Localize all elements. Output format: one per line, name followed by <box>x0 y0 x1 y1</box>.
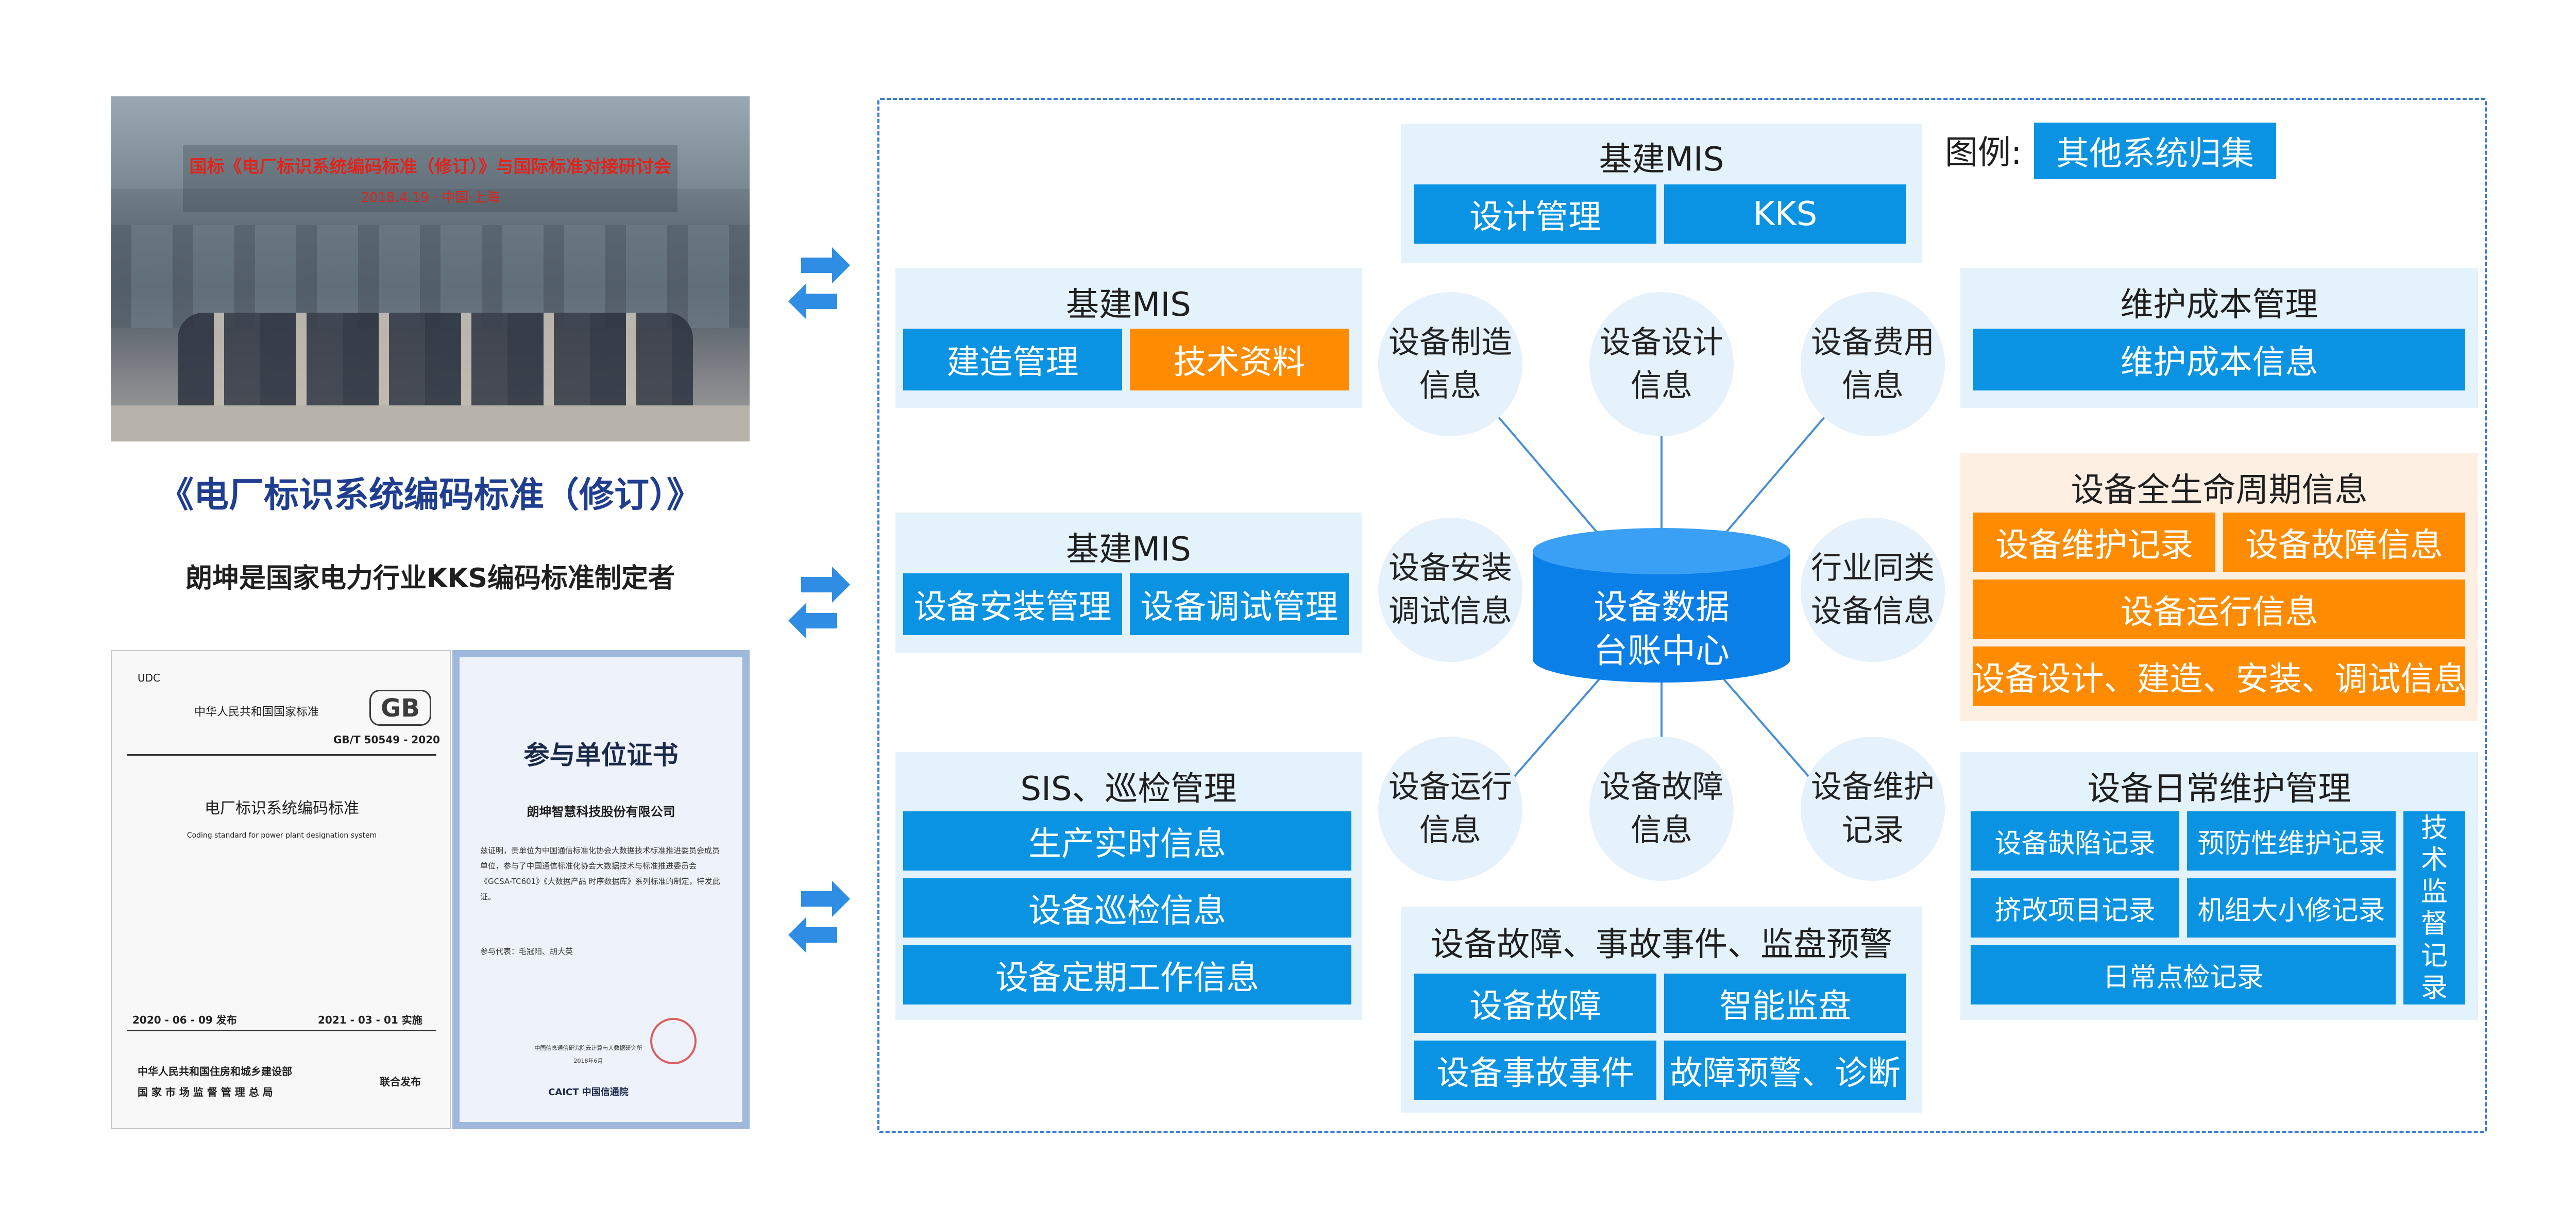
circle-install-commission-info: 设备安装调试信息 <box>1378 518 1522 662</box>
commissioning-management-box: 设备调试管理 <box>1130 573 1349 635</box>
circle-operation-info: 设备运行信息 <box>1378 737 1522 881</box>
inspection-info-box: 设备巡检信息 <box>903 878 1351 938</box>
fault-warning-diagnosis-box: 故障预警、诊断 <box>1664 1041 1906 1100</box>
seminar-photo: 国标《电厂标识系统编码标准（修订）》与国际标准对接研讨会 2018.4.19 ·… <box>111 96 750 441</box>
legend-item: 其他系统归集 <box>2034 123 2276 179</box>
maintenance-cost-info-box: 维护成本信息 <box>1973 329 2465 390</box>
panel-lifecycle-info: 设备全生命周期信息 设备维护记录 设备故障信息 设备运行信息 设备设计、建造、安… <box>1960 453 2478 721</box>
technical-data-box: 技术资料 <box>1130 329 1349 390</box>
equipment-fault-box: 设备故障 <box>1414 974 1656 1033</box>
legend-label: 图例: <box>1945 134 2022 172</box>
standard-title: 《电厂标识系统编码标准（修订）》 <box>158 475 702 516</box>
panel-construction-mis-left-mid: 基建MIS 设备安装管理 设备调试管理 <box>895 513 1362 653</box>
panel-fault-warning: 设备故障、事故事件、监盘预警 设备故障 智能监盘 设备事故事件 故障预警、诊断 <box>1401 907 1922 1113</box>
database-icon <box>1533 528 1790 683</box>
retrofit-project-box: 挤改项目记录 <box>1971 878 2179 938</box>
maintenance-record-box: 设备维护记录 <box>1973 513 2215 572</box>
preventive-maintenance-box: 预防性维护记录 <box>2187 811 2396 871</box>
panel-maintenance-cost: 维护成本管理 维护成本信息 <box>1960 268 2478 408</box>
participation-certificate: 参与单位证书 朗坤智慧科技股份有限公司 兹证明，贵单位为中国通信标准化协会大数据… <box>452 650 750 1129</box>
daily-inspection-box: 日常点检记录 <box>1971 945 2396 1004</box>
circle-maintenance-record: 设备维护记录 <box>1801 737 1945 881</box>
defect-record-box: 设备缺陷记录 <box>1971 811 2179 871</box>
operation-info-box: 设备运行信息 <box>1973 580 2465 639</box>
panel-construction-mis-top: 基建MIS 设计管理 KKS <box>1401 124 1922 263</box>
realtime-info-box: 生产实时信息 <box>903 811 1351 871</box>
seminar-banner: 国标《电厂标识系统编码标准（修订）》与国际标准对接研讨会 2018.4.19 ·… <box>183 145 677 212</box>
gb-logo-icon: GB <box>369 690 431 726</box>
exchange-arrows-icon <box>786 242 853 325</box>
design-management-box: 设计管理 <box>1414 184 1656 244</box>
architecture-frame <box>877 98 2487 1133</box>
fault-info-box: 设备故障信息 <box>2223 513 2465 572</box>
accident-event-box: 设备事故事件 <box>1414 1041 1656 1100</box>
panel-sis-inspection: SIS、巡检管理 生产实时信息 设备巡检信息 设备定期工作信息 <box>895 752 1362 1020</box>
exchange-arrows-icon <box>786 561 853 644</box>
panel-title: 基建MIS <box>1599 141 1724 179</box>
gb-standard-document: UDC 中华人民共和国国家标准 GB GB/T 50549 - 2020 电厂标… <box>111 650 451 1129</box>
exchange-arrows-icon <box>786 876 853 958</box>
red-seal-icon <box>650 1018 697 1064</box>
technical-supervision-box: 技术监督记录 <box>2403 811 2465 1004</box>
circle-fault-info: 设备故障信息 <box>1589 737 1734 881</box>
panel-construction-mis-left-top: 基建MIS 建造管理 技术资料 <box>895 268 1362 408</box>
standard-subtitle: 朗坤是国家电力行业KKS编码标准制定者 <box>185 563 675 594</box>
circle-industry-equipment-info: 行业同类设备信息 <box>1801 518 1945 662</box>
smart-monitoring-box: 智能监盘 <box>1664 974 1906 1033</box>
install-management-box: 设备安装管理 <box>903 573 1122 635</box>
construction-management-box: 建造管理 <box>903 329 1122 390</box>
panel-daily-maintenance: 设备日常维护管理 设备缺陷记录 预防性维护记录 挤改项目记录 机组大小修记录 日… <box>1960 752 2478 1020</box>
equipment-data-center-cylinder: 设备数据 台账中心 <box>1533 528 1790 683</box>
circle-manufacture-info: 设备制造信息 <box>1378 292 1522 436</box>
periodic-work-info-box: 设备定期工作信息 <box>903 945 1351 1004</box>
design-build-install-info-box: 设备设计、建造、安装、调试信息 <box>1972 646 2467 706</box>
circle-design-info: 设备设计信息 <box>1589 292 1734 436</box>
circle-cost-info: 设备费用信息 <box>1801 292 1945 436</box>
overhaul-record-box: 机组大小修记录 <box>2187 878 2396 938</box>
kks-box: KKS <box>1664 184 1906 244</box>
